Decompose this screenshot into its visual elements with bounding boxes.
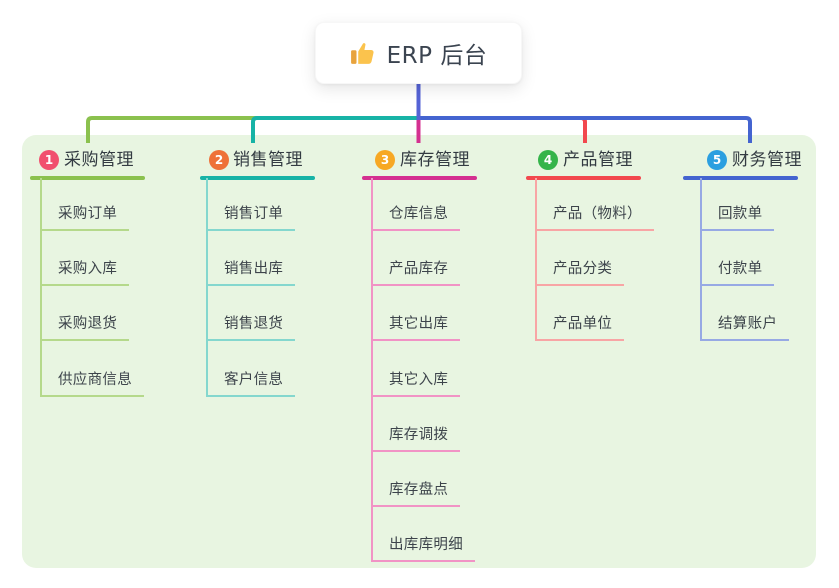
connector-branch-1 [86,116,419,143]
branch-1-child-line [40,178,42,397]
branch-2-badge: 2 [209,150,229,170]
branch-5-child-1[interactable]: 回款单 [700,201,775,231]
branch-5-child-line [700,178,702,342]
branch-2-child-line [206,178,208,397]
branch-1-underline [30,176,145,180]
branch-2-label[interactable]: 销售管理 [233,150,303,170]
branch-3-child-4[interactable]: 其它入库 [371,367,461,397]
branch-5-child-2[interactable]: 付款单 [700,256,775,287]
root-node[interactable]: ERP 后台 [315,22,522,84]
branch-4-child-3[interactable]: 产品单位 [535,311,625,342]
branch-3-child-3[interactable]: 其它出库 [371,311,461,342]
branch-3-label[interactable]: 库存管理 [400,150,470,170]
branch-3-child-2[interactable]: 产品库存 [371,256,461,287]
branch-2-underline [200,176,315,180]
root-title: ERP 后台 [386,43,488,69]
branch-4-label[interactable]: 产品管理 [563,150,633,170]
branch-5-underline [683,176,798,180]
branch-3-child-7[interactable]: 出库库明细 [371,532,475,563]
branch-5-label[interactable]: 财务管理 [732,150,802,170]
branch-3-badge: 3 [375,150,395,170]
branch-1-child-3[interactable]: 采购退货 [40,311,130,342]
branches-panel [22,135,816,568]
branch-1-child-2[interactable]: 采购入库 [40,256,130,287]
branch-2-child-1[interactable]: 销售订单 [206,201,296,231]
branch-2-child-3[interactable]: 销售退货 [206,311,296,342]
branch-3-child-5[interactable]: 库存调拨 [371,422,461,452]
branch-3-child-line [371,178,373,563]
connector-branch-4 [418,116,587,143]
branch-1-badge: 1 [39,150,59,170]
branch-3-child-1[interactable]: 仓库信息 [371,201,461,231]
branch-3-child-6[interactable]: 库存盘点 [371,477,461,507]
branch-5-child-3[interactable]: 结算账户 [700,311,790,342]
branch-3-underline [362,176,477,180]
branch-5-badge: 5 [707,150,727,170]
branch-4-badge: 4 [538,150,558,170]
branch-4-child-line [535,178,537,342]
branch-4-child-2[interactable]: 产品分类 [535,256,625,287]
branch-1-child-4[interactable]: 供应商信息 [40,367,144,397]
branch-4-child-1[interactable]: 产品（物料） [535,201,654,231]
connector-branch-5 [418,116,752,143]
branch-1-child-1[interactable]: 采购订单 [40,201,130,231]
thumbs-up-icon [350,43,374,64]
branch-2-child-4[interactable]: 客户信息 [206,367,296,397]
branch-1-label[interactable]: 采购管理 [64,150,134,170]
branch-2-child-2[interactable]: 销售出库 [206,256,296,287]
branch-4-underline [526,176,641,180]
connector-branch-2 [251,116,419,143]
